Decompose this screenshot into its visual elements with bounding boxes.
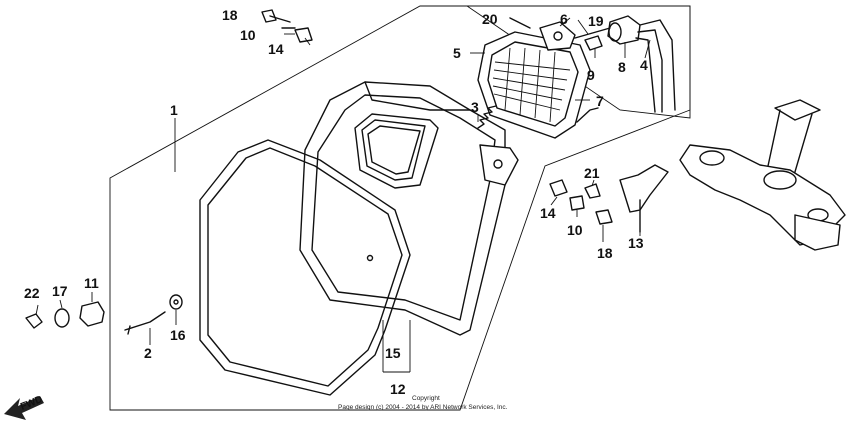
label-18-right: 18 xyxy=(597,245,613,261)
label-9: 9 xyxy=(587,67,595,83)
label-16: 16 xyxy=(170,327,186,343)
label-22: 22 xyxy=(24,285,40,301)
label-18-top: 18 xyxy=(222,7,238,23)
label-7: 7 xyxy=(596,93,604,109)
left-fastener-group xyxy=(25,294,183,335)
copyright-line2: Page design (c) 2004 - 2014 by ARI Netwo… xyxy=(338,404,508,411)
label-20: 20 xyxy=(482,11,498,27)
label-14-right: 14 xyxy=(540,205,556,221)
label-14-top: 14 xyxy=(268,41,284,57)
label-10-top: 10 xyxy=(240,27,256,43)
top-screw-group xyxy=(261,9,313,43)
copyright-line1: Copyright xyxy=(412,395,440,402)
label-1: 1 xyxy=(170,102,178,118)
label-21: 21 xyxy=(584,165,600,181)
label-6: 6 xyxy=(560,11,568,27)
label-2: 2 xyxy=(144,345,152,361)
headlight-unit xyxy=(477,15,676,139)
right-fastener-group xyxy=(549,164,669,233)
label-4: 4 xyxy=(640,57,648,73)
label-12: 12 xyxy=(390,381,406,397)
fwd-label: FWD xyxy=(19,394,44,413)
headlight-cover xyxy=(299,81,519,336)
label-10-right: 10 xyxy=(567,222,583,238)
steering-stem-bridge xyxy=(679,99,846,251)
label-13: 13 xyxy=(628,235,644,251)
label-11: 11 xyxy=(84,275,99,291)
spring-part xyxy=(477,105,497,129)
label-15: 15 xyxy=(385,345,401,361)
fwd-arrow-icon: FWD xyxy=(4,394,44,420)
label-8: 8 xyxy=(618,59,626,75)
assembly-outline xyxy=(109,5,691,411)
leader-lines xyxy=(35,17,651,373)
label-17: 17 xyxy=(52,283,68,299)
headlight-lens-seal xyxy=(199,139,411,396)
label-19: 19 xyxy=(588,13,604,29)
label-5: 5 xyxy=(453,45,461,61)
label-3: 3 xyxy=(471,99,479,115)
